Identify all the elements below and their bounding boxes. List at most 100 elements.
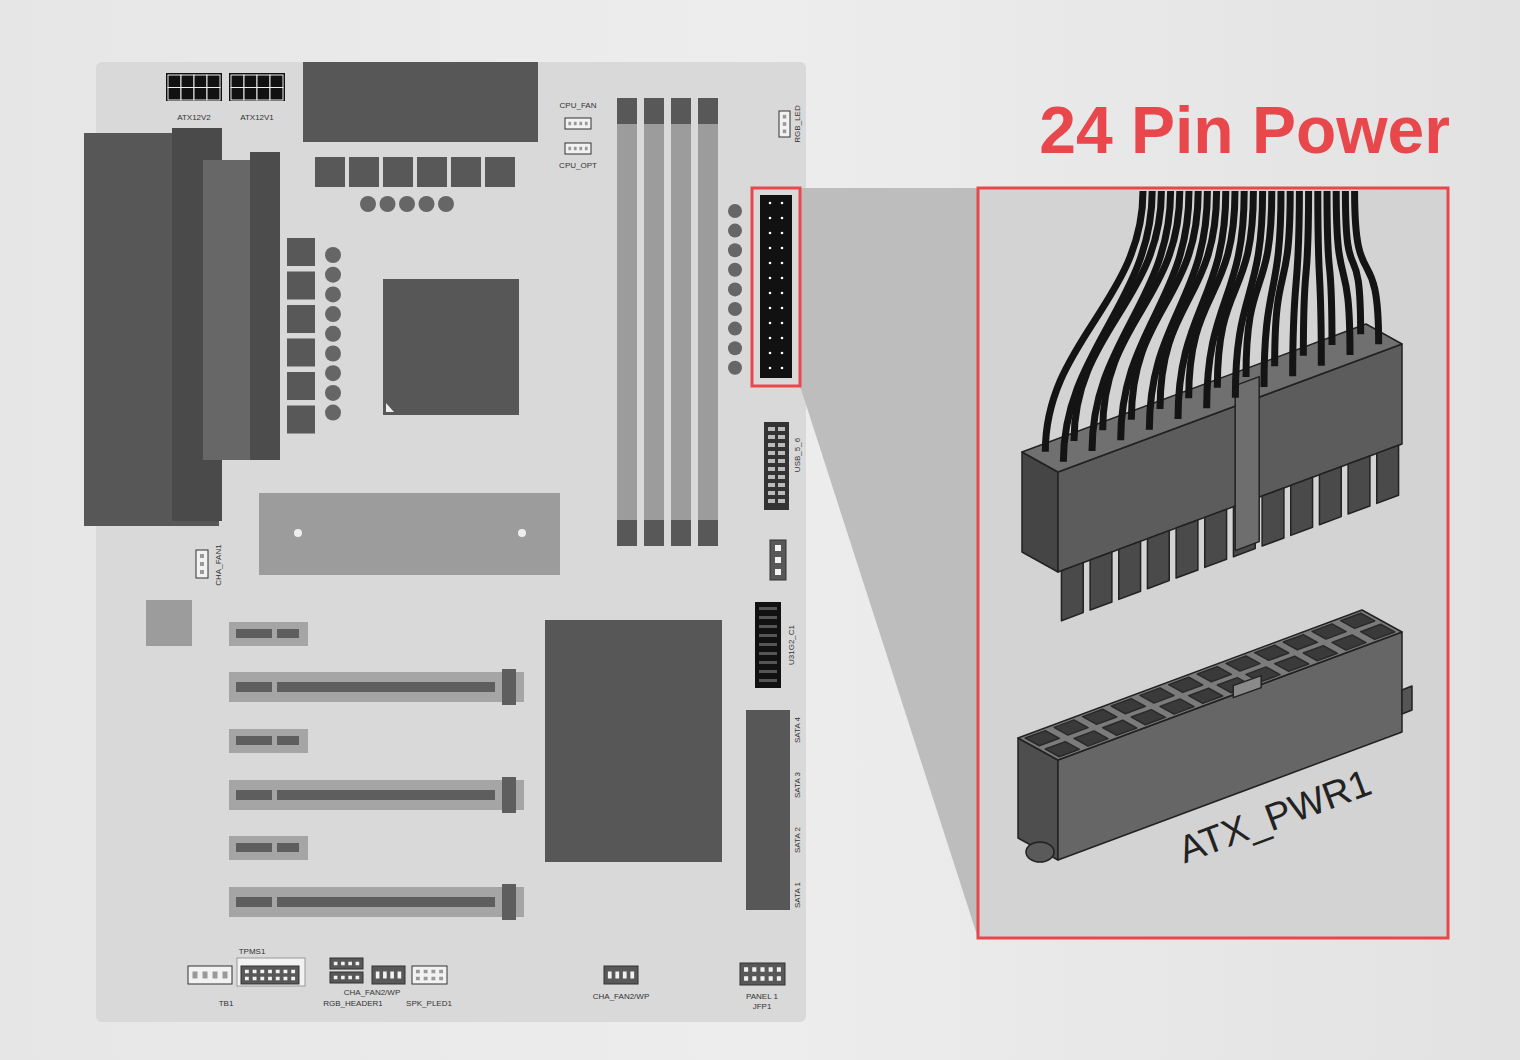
motherboard-pcb	[96, 62, 806, 1022]
header-pin	[630, 972, 634, 979]
header-label: TPMS1	[239, 948, 266, 957]
connector-cell	[168, 88, 181, 101]
port-label: SATA 4	[794, 717, 803, 743]
plug-pin	[1176, 520, 1198, 578]
connector-cell	[207, 88, 220, 101]
header-label: CHA_FAN1	[215, 544, 224, 585]
io-port-stack	[250, 152, 280, 460]
header-label: U31G2_C1	[788, 625, 797, 665]
header-pin	[759, 634, 777, 637]
capacitor	[728, 282, 742, 296]
header-pin	[778, 499, 785, 503]
header-pin	[245, 970, 249, 974]
socket-hole	[1312, 624, 1346, 639]
mount-hole	[518, 529, 526, 537]
chipset	[545, 620, 722, 862]
header-label: JFP1	[753, 1003, 772, 1012]
pcie-x1-slot	[229, 836, 308, 860]
header-label: CHA_FAN2/WP	[593, 993, 649, 1002]
panel-header	[740, 963, 785, 985]
plug-pin	[1319, 467, 1341, 525]
plug-pin	[1291, 477, 1313, 535]
header-pin	[568, 122, 571, 126]
socket-top	[1018, 610, 1402, 760]
cpu-socket	[383, 279, 519, 415]
header-pin	[200, 570, 204, 574]
header-pin	[768, 427, 775, 431]
header-pin	[783, 115, 787, 119]
socket-hole	[1083, 709, 1117, 724]
header-pin	[574, 122, 577, 126]
connector-cell	[244, 75, 257, 88]
fan-header	[565, 118, 591, 129]
header-label: PANEL 1	[746, 993, 778, 1002]
vrm-choke	[287, 372, 315, 400]
plug-pin	[1147, 531, 1169, 589]
header-pin	[260, 970, 264, 974]
vrm-choke	[417, 157, 447, 187]
pcie-x16-slot	[229, 780, 524, 810]
header-pin	[253, 970, 257, 974]
slot-contact	[277, 736, 299, 745]
connector-cell	[231, 75, 244, 88]
socket-hole	[1131, 710, 1165, 725]
header-pin	[781, 277, 784, 280]
header-pin	[769, 322, 772, 325]
header-pin	[268, 977, 272, 981]
header-pin	[424, 970, 428, 974]
dimm-latch	[698, 98, 718, 124]
connector-cell	[244, 88, 257, 101]
io-heatsink	[303, 62, 538, 142]
header-pin	[760, 976, 764, 981]
header-pin	[769, 277, 772, 280]
header-pin	[760, 967, 764, 972]
capacitor	[728, 243, 742, 257]
plug-pin	[1377, 445, 1399, 503]
port-label: SATA 1	[794, 882, 803, 908]
capacitor	[728, 302, 742, 316]
connector-cell	[207, 75, 220, 88]
header-pin	[431, 970, 435, 974]
header-pin	[284, 977, 288, 981]
header-pin	[778, 435, 785, 439]
socket-latch-tab	[1233, 676, 1261, 698]
slot-latch	[502, 777, 516, 813]
slot-contact	[277, 790, 495, 800]
header-pin	[276, 970, 280, 974]
dimm-latch	[644, 98, 664, 124]
socket-hole	[1140, 688, 1174, 703]
socket-hole	[1160, 699, 1194, 714]
header-pin	[759, 679, 777, 682]
connector-cell	[270, 88, 283, 101]
pcie-x1-slot	[229, 729, 308, 753]
pcie-x16-slot	[229, 672, 524, 702]
socket-hole	[1226, 656, 1260, 671]
header-pin	[769, 352, 772, 355]
header-pin	[775, 545, 781, 551]
header-pin	[783, 122, 787, 126]
capacitor	[728, 224, 742, 238]
socket-hole	[1111, 699, 1145, 714]
header-pin	[223, 972, 228, 979]
capacitor	[728, 341, 742, 355]
vrm-choke	[315, 157, 345, 187]
rgb-header	[779, 111, 790, 137]
plug-pin	[1090, 552, 1112, 610]
header-pin	[781, 337, 784, 340]
capacitor	[325, 267, 341, 283]
connector-cell	[270, 75, 283, 88]
header-pin	[398, 972, 402, 979]
header-pin	[356, 962, 360, 966]
vrm-choke	[287, 238, 315, 266]
slot-latch	[502, 669, 516, 705]
tpm-outline	[237, 958, 305, 986]
slot-contact	[277, 897, 495, 907]
header-pin	[416, 970, 420, 974]
chipset-heatsink	[259, 493, 560, 575]
vrm-choke	[451, 157, 481, 187]
header-pin	[778, 467, 785, 471]
header-pin	[781, 307, 784, 310]
header-pin	[759, 661, 777, 664]
callout-panel	[978, 188, 1448, 938]
header-pin	[585, 122, 588, 126]
